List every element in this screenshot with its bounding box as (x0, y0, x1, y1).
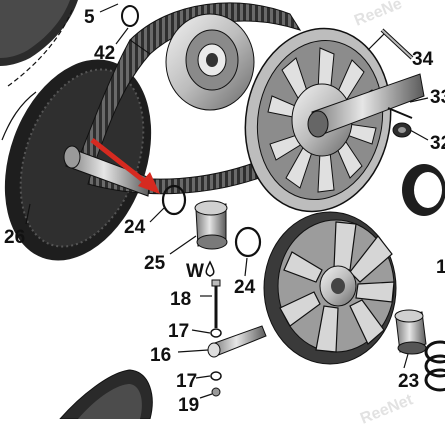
callout-18: 18 (170, 289, 192, 310)
callout-42: 42 (94, 43, 116, 64)
roller-32 (392, 122, 412, 138)
grease-drop (205, 260, 215, 277)
housing-outline (1, 9, 73, 141)
callout-24-lower: 24 (234, 277, 256, 298)
housing-bottom (59, 369, 153, 419)
callout-17-lower: 17 (176, 371, 198, 392)
spring (424, 340, 445, 392)
bushing-ring-right (402, 164, 445, 216)
housing-corner (0, 0, 78, 66)
bushing-25 (194, 200, 228, 250)
screw-33 (387, 107, 413, 119)
callout-32: 32 (430, 133, 445, 154)
nut-19 (211, 387, 221, 397)
callout-26: 26 (4, 227, 26, 248)
washer-17-upper (210, 328, 222, 338)
callout-5: 5 (84, 7, 95, 28)
movable-sheave (263, 211, 397, 365)
diagram-drawing (0, 0, 445, 419)
screw-18 (211, 279, 221, 328)
callout-25: 25 (144, 253, 166, 274)
callout-17-upper: 17 (168, 321, 190, 342)
driven-pulley-hub (165, 13, 255, 111)
removal-arrow (90, 138, 160, 194)
o-ring-24-lower (234, 226, 262, 258)
bolt-34 (380, 28, 414, 60)
leader-lines (25, 3, 429, 399)
washer-17-lower (210, 371, 222, 381)
o-ring-24-upper (161, 184, 187, 216)
lever-16 (207, 325, 267, 358)
callout-w: W (186, 261, 204, 282)
o-ring-42 (121, 5, 139, 27)
drive-pulley-sheave (244, 27, 425, 213)
callout-34: 34 (412, 49, 434, 70)
callout-1: 1 (436, 257, 445, 278)
callout-23: 23 (398, 371, 420, 392)
callout-33: 33 (430, 87, 445, 108)
crankshaft (63, 145, 151, 197)
callout-16: 16 (150, 345, 172, 366)
callout-19: 19 (178, 395, 200, 416)
callout-24-upper: 24 (124, 217, 146, 238)
bushing-23 (394, 309, 427, 355)
